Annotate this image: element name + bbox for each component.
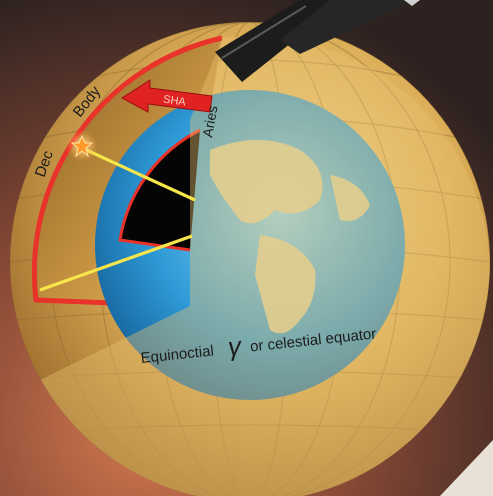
earth-cutaway-edge — [118, 128, 201, 252]
aries-label: Aries — [199, 104, 220, 138]
aries-symbol: γ — [226, 330, 244, 361]
sight-lines — [39, 146, 196, 292]
background-paper-corner — [440, 440, 493, 496]
telescope-icon — [215, 0, 420, 82]
sha-label: SHA — [162, 94, 187, 109]
earth-continents — [210, 140, 370, 334]
star-icon — [66, 130, 98, 162]
front-hemisphere-overlay — [40, 36, 490, 496]
sha-arrow: SHA — [121, 79, 213, 113]
earth-cutaway — [120, 130, 200, 250]
